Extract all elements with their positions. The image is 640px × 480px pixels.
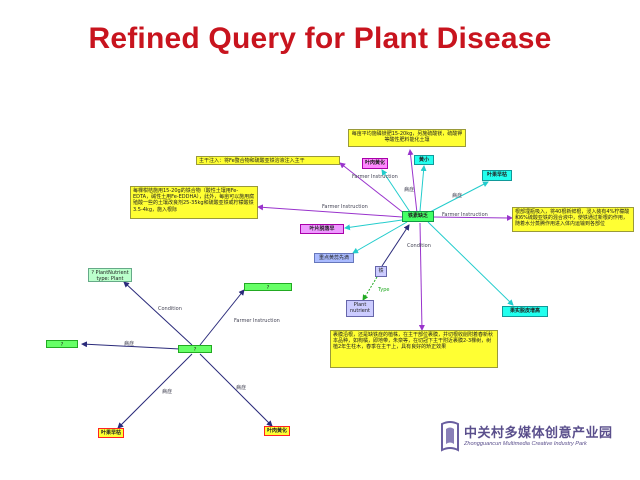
logo-chinese-text: 中关村多媒体创意产业园 [464, 426, 613, 441]
edge-center-bottom-info [418, 222, 425, 331]
edge-center-right-info [431, 214, 513, 221]
node-cyan-right: 叶果早枯 [482, 170, 512, 181]
slide-title: Refined Query for Plant Disease [88, 22, 552, 55]
node-yellow-leaf: 叶肉黄化 [362, 158, 388, 169]
edge-label-symptom-2: 病症 [452, 193, 463, 199]
edge-center-cyan-right [429, 181, 489, 213]
edge-center-leaf-fall [344, 219, 403, 231]
edge-center-green-leaf [352, 221, 408, 254]
edge-center-fe-supply [339, 162, 406, 215]
left-edge-label-farmer: Farmer Instruction [234, 318, 280, 324]
logo-mark-icon [441, 421, 459, 452]
node-bottom-info: 裹膜沿根，还是缺铁症的植株，在主干部位裹膜，并切根收削附着春新秋本品种，如枸橘，… [330, 330, 498, 368]
node-bulletin: 每棵柑桔施用15-20g的铁合物（酸性土壤用Fe-EDTA，碱性土用Fe-EDD… [130, 186, 258, 219]
node-green-leaf: 重点黄蕊先滴 [314, 253, 354, 263]
left-node-bottom-left[interactable]: 叶果早枯 [98, 428, 124, 438]
left-node-farmer-instructions[interactable]: ? FarmerInstructions [244, 283, 292, 291]
left-edge-label-symptom-bl: 病症 [162, 389, 173, 395]
edge-iron-plant [362, 276, 378, 301]
edge-center-cyan-top [419, 165, 427, 212]
node-top-info: 每亩平均施磷镁肥15-20kg，另施硫酸镁，硫酸钾等酸性肥料能化土壤 [348, 129, 466, 147]
left-edge-label-symptom-br: 病症 [236, 385, 247, 391]
edge-center-yellow-leaf [381, 169, 411, 213]
left-edge-label-condition: Condition [158, 306, 182, 312]
logo-english-text: Zhongguancun Multimedia Creative Industr… [464, 441, 587, 447]
node-bottom-right: 果实脱皮增高 [502, 306, 548, 317]
node-center[interactable]: 铁素缺乏 [402, 211, 434, 222]
left-node-plant-nutrient[interactable]: ? PlantNutrient type: Plant nutrient [88, 268, 132, 282]
edge-left-center-bl [117, 353, 193, 429]
right-graph-edges [257, 149, 514, 331]
node-plant-nutrient[interactable]: Plant nutrient [346, 300, 374, 317]
edge-left-center-farmer [199, 289, 245, 346]
edge-left-center-plant [123, 281, 193, 346]
edge-label-symptom-1: 病症 [404, 187, 415, 193]
edge-left-center-symptom [81, 341, 181, 350]
edge-label-type: Type [378, 287, 390, 293]
left-edge-label-symptom-left: 病症 [124, 341, 135, 347]
park-logo: 中关村多媒体创意产业园 Zhongguancun Multimedia Crea… [440, 418, 630, 458]
node-iron[interactable]: 铁 [375, 266, 387, 277]
edge-center-top-info [407, 149, 418, 214]
edge-label-farmer-1: Farmer Instruction [352, 174, 398, 180]
edge-center-bottom-right [427, 221, 514, 306]
edge-label-farmer-3: Farmer Instruction [442, 212, 488, 218]
edge-label-condition: Condition [407, 243, 431, 249]
left-graph-edges [81, 281, 273, 429]
left-node-bottom-right[interactable]: 叶肉黄化 [264, 426, 290, 436]
node-leaf-fall: 叶片脱落早 [300, 224, 344, 234]
edge-label-farmer-2: Farmer Instruction [322, 204, 368, 210]
edge-left-center-br [199, 353, 273, 427]
left-node-condition[interactable]: ? Condition [178, 345, 212, 353]
node-cyan-top: 黄小 [414, 155, 434, 165]
edge-iron-center [381, 224, 410, 267]
left-node-symptom[interactable]: ? Symptom [46, 340, 78, 348]
edge-center-bulletin [257, 204, 403, 218]
node-right-info: 根部埋瓶吸入，将40根新鲜根，浸入装有4%柠檬酸和6%硫酸亚铁的混合液中，使铁通… [512, 207, 634, 232]
node-fe-supply: 主干注入：将Fe螯合物和硫酸亚铁溶液注入主干 [196, 156, 340, 165]
